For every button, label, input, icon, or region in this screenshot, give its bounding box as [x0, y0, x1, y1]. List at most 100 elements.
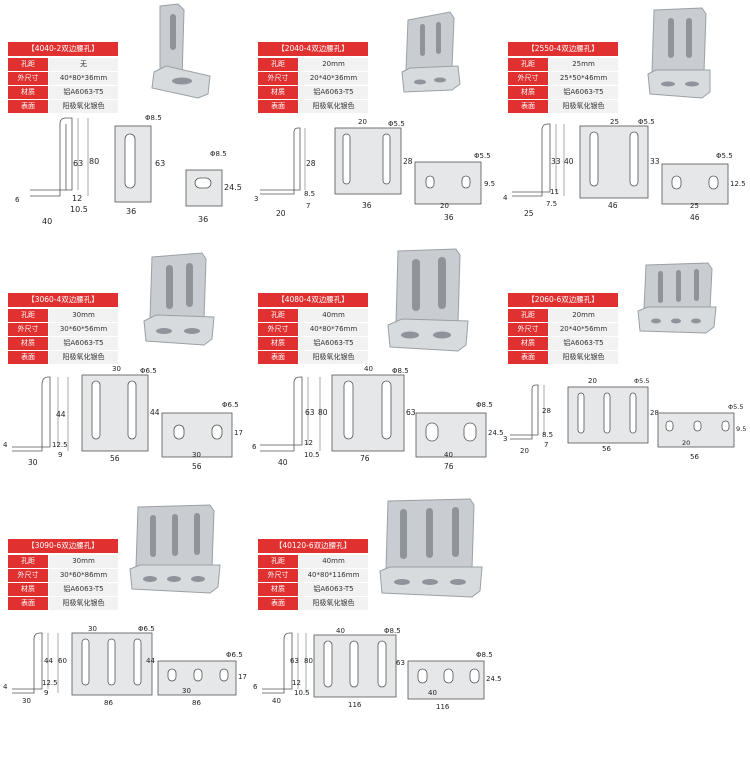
product-photo [151, 3, 211, 99]
bottom-width: 116 [436, 703, 450, 711]
front-spacing: 40 [336, 627, 345, 635]
label-surface: 表面 [508, 100, 548, 113]
value-material: 铝A6063-T5 [549, 337, 618, 350]
bottom-slot: 17 [234, 429, 243, 437]
dim-leg: 9 [44, 689, 48, 697]
front-width: 86 [104, 699, 113, 707]
product-photo [401, 11, 461, 93]
front-slot: 33 [650, 157, 660, 166]
dim-bottom: 12 [292, 679, 301, 687]
bottom-hole: Φ8.5 [476, 401, 493, 409]
bottom-slot: 9.5 [484, 180, 495, 188]
technical-drawing: 63 80 12 6 40 10.5 Φ8.5 63 36 Φ8.5 24.5 … [15, 114, 242, 226]
dim-total: 80 [89, 157, 99, 166]
spec-title: 【2550-4双边腰孔】 [508, 42, 618, 56]
dim-base: 30 [22, 697, 31, 705]
product-photo [387, 248, 469, 352]
front-hole: Φ8.5 [392, 367, 409, 375]
label-surface: 表面 [8, 597, 48, 610]
value-surface: 阳极氧化银色 [549, 100, 618, 113]
bottom-width: 56 [192, 462, 202, 471]
label-surface: 表面 [258, 351, 298, 364]
dim-leg: 10.5 [70, 205, 88, 214]
dim-height: 63 [73, 159, 83, 168]
side-view [30, 117, 89, 197]
label-surface: 表面 [258, 597, 298, 610]
value-material: 铝A6063-T5 [49, 86, 118, 99]
value-hole-spacing: 25mm [549, 58, 618, 71]
dim-thick: 4 [3, 441, 8, 449]
front-slot: 63 [155, 159, 165, 168]
bottom-spacing: 40 [428, 689, 437, 697]
label-dimensions: 外尺寸 [258, 323, 298, 336]
product-photo [637, 262, 717, 334]
label-material: 材质 [508, 337, 548, 350]
value-dimensions: 40*80*116mm [299, 569, 368, 582]
value-dimensions: 40*80*36mm [49, 72, 118, 85]
dim-thick: 4 [503, 194, 508, 202]
bottom-view [185, 169, 223, 207]
dim-total: 80 [304, 657, 313, 665]
label-dimensions: 外尺寸 [258, 569, 298, 582]
value-material: 铝A6063-T5 [299, 86, 368, 99]
value-dimensions: 25*50*46mm [549, 72, 618, 85]
technical-drawing: 63 80 12 6 40 10.5 Φ8.5 40 63 76 Φ8.5 24… [252, 365, 504, 471]
value-hole-spacing: 40mm [299, 555, 368, 568]
value-surface: 阳极氧化银色 [49, 597, 118, 610]
spec-title: 【4080-4双边腰孔】 [258, 293, 368, 307]
front-spacing: 25 [610, 118, 619, 126]
label-hole-spacing: 孔距 [508, 58, 548, 71]
value-dimensions: 30*60*86mm [49, 569, 118, 582]
label-material: 材质 [258, 86, 298, 99]
dim-leg: 7 [544, 441, 548, 449]
product-photo [129, 504, 221, 594]
value-hole-spacing: 30mm [49, 555, 118, 568]
label-hole-spacing: 孔距 [258, 555, 298, 568]
value-surface: 阳极氧化银色 [299, 597, 368, 610]
dim-height: 28 [306, 159, 316, 168]
spec-title: 【3060-4双边腰孔】 [8, 293, 118, 307]
front-hole: Φ5.5 [388, 120, 405, 128]
dim-height: 28 [542, 407, 551, 415]
spec-title: 【2040-4双边腰孔】 [258, 42, 368, 56]
label-dimensions: 外尺寸 [508, 323, 548, 336]
bottom-width: 76 [444, 462, 454, 471]
bottom-width: 86 [192, 699, 201, 707]
bottom-slot: 24.5 [488, 429, 504, 437]
label-dimensions: 外尺寸 [8, 72, 48, 85]
label-surface: 表面 [258, 100, 298, 113]
value-material: 铝A6063-T5 [299, 583, 368, 596]
bottom-width: 36 [198, 215, 208, 224]
bottom-hole: Φ8.5 [476, 651, 493, 659]
product-photo [143, 252, 215, 346]
dim-thick: 3 [503, 435, 507, 443]
label-hole-spacing: 孔距 [8, 58, 48, 71]
front-slot: 28 [650, 409, 659, 417]
spec-title: 【4040-2双边腰孔】 [8, 42, 118, 56]
front-spacing: 20 [588, 377, 597, 385]
dim-height: 63 [305, 408, 315, 417]
bottom-hole: Φ5.5 [474, 152, 491, 160]
front-width: 36 [362, 201, 372, 210]
front-width: 116 [348, 701, 362, 709]
dim-leg: 10.5 [304, 451, 320, 459]
label-material: 材质 [8, 583, 48, 596]
bottom-hole: Φ8.5 [210, 150, 227, 158]
front-spacing: 20 [358, 118, 367, 126]
label-hole-spacing: 孔距 [8, 555, 48, 568]
dim-base: 40 [278, 458, 288, 467]
dim-leg: 7.5 [546, 200, 557, 208]
dim-leg: 10.5 [294, 689, 310, 697]
value-hole-spacing: 20mm [299, 58, 368, 71]
spec-title: 【3090-6双边腰孔】 [8, 539, 118, 553]
dim-bottom: 12.5 [52, 441, 68, 449]
value-hole-spacing: 40mm [299, 309, 368, 322]
product-photo [379, 498, 483, 598]
technical-drawing: 44 60 12.5 4 30 9 Φ6.5 30 44 86 Φ6.5 17 … [3, 625, 247, 707]
bottom-hole: Φ5.5 [728, 403, 743, 411]
